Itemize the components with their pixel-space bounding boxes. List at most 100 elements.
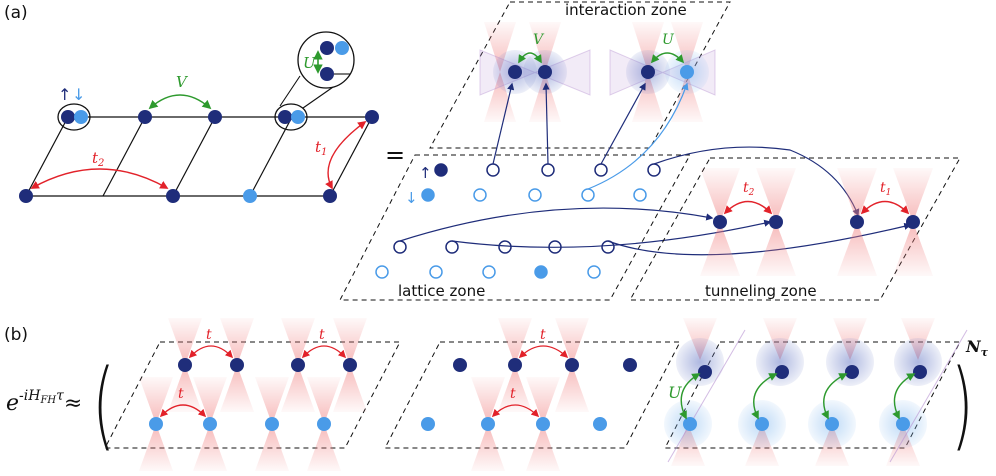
equals-sign: =	[385, 141, 405, 169]
lattice-atom-empty	[633, 188, 647, 202]
lattice-atom-empty	[375, 265, 389, 279]
atom-dark	[698, 365, 712, 379]
block3-interactions	[679, 373, 916, 420]
t2-arrow	[30, 168, 169, 189]
panel-b-label: (b)	[4, 325, 28, 345]
atom-light	[536, 417, 550, 431]
atom-light	[421, 417, 435, 431]
t2-arrow-tunnel	[723, 200, 773, 215]
t-label: t	[319, 327, 325, 343]
site-dark	[320, 41, 334, 55]
t-label: t	[540, 327, 546, 343]
t1-arrow-tunnel	[860, 200, 910, 215]
atom-dark	[508, 358, 522, 372]
paren-right: )	[951, 349, 973, 461]
V-arrow	[148, 94, 212, 110]
atom-dark	[845, 365, 859, 379]
U-label-interaction: U	[662, 32, 675, 48]
site-light	[291, 110, 305, 124]
lattice-atom-empty	[587, 265, 601, 279]
U-label-inset: U	[303, 54, 317, 72]
tunneling-zone-frame	[629, 157, 961, 301]
zoom-inset: U	[279, 31, 355, 109]
atom-light	[481, 417, 495, 431]
site-dark	[323, 189, 337, 203]
lattice-atom-empty	[498, 240, 512, 254]
block3-beams	[664, 318, 968, 466]
lattice-atom-empty	[429, 265, 443, 279]
atom-light	[680, 65, 694, 79]
site-light	[335, 41, 349, 55]
t-label: t	[510, 386, 516, 402]
lattice-atom-empty	[647, 163, 661, 177]
atom-dark	[343, 358, 357, 372]
atom-dark	[775, 365, 789, 379]
site-light	[74, 110, 88, 124]
atom-dark	[769, 215, 783, 229]
atom-light	[317, 417, 331, 431]
paren-left: (	[92, 349, 114, 461]
spin-down-label: ↓	[72, 85, 85, 104]
interaction-zone-frame	[429, 1, 731, 149]
double-occupancy-rings	[57, 103, 308, 131]
tunneling-zone-label: tunneling zone	[705, 282, 817, 300]
site-dark	[138, 110, 152, 124]
block2-hops	[491, 345, 569, 418]
interaction-zone-label: interaction zone	[565, 1, 687, 19]
lattice-atom-empty	[482, 265, 496, 279]
atom-light	[593, 417, 607, 431]
lattice-atom-empty	[473, 188, 487, 202]
t1-label-tunnel: t1	[880, 180, 891, 198]
atom-dark	[508, 65, 522, 79]
formula: e-iHFHτ≈	[6, 388, 82, 416]
spin-up-label: ↑	[58, 85, 71, 104]
atom-dark	[850, 215, 864, 229]
tunneling-beams	[700, 168, 933, 276]
lattice-spin-up: ↑	[419, 164, 432, 182]
t1-label: t1	[315, 138, 327, 158]
lattice-spin-down: ↓	[405, 189, 418, 207]
power-N: Nτ	[965, 337, 989, 359]
lattice-atom-filled	[434, 163, 448, 177]
block2-frame	[384, 341, 681, 449]
t-label: t	[178, 386, 184, 402]
V-arrow-interaction	[518, 52, 542, 64]
site-dark	[278, 110, 292, 124]
atom-dark	[641, 65, 655, 79]
block2-beams	[471, 318, 589, 471]
lattice-zone-label: lattice zone	[398, 282, 485, 300]
atom-light	[755, 417, 769, 431]
block1-hops	[159, 345, 347, 418]
atom-dark	[713, 215, 727, 229]
site-dark	[208, 110, 222, 124]
atom-dark	[565, 358, 579, 372]
atom-light	[683, 417, 697, 431]
atom-dark	[291, 358, 305, 372]
lattice-zone-frame	[339, 154, 691, 301]
atom-dark	[913, 365, 927, 379]
block1-frame	[104, 341, 401, 449]
V-label-interaction: V	[533, 32, 545, 48]
block1-beams	[139, 318, 367, 471]
U-arrow-interaction	[650, 52, 685, 64]
site-light	[243, 189, 257, 203]
V-label: V	[176, 73, 189, 91]
lattice-atom-empty	[486, 163, 500, 177]
panel-a-label: (a)	[4, 3, 28, 23]
t-label: t	[206, 327, 212, 343]
site-dark	[61, 110, 75, 124]
atom-light	[203, 417, 217, 431]
lattice-sites	[19, 110, 379, 203]
t2-label-tunnel: t2	[743, 180, 755, 198]
U-label-b: U	[668, 383, 682, 402]
atom-light	[149, 417, 163, 431]
site-dark	[320, 67, 334, 81]
lattice-atom-empty	[528, 188, 542, 202]
lattice-atoms	[375, 163, 661, 279]
atom-light	[896, 417, 910, 431]
pair-ring	[57, 103, 91, 131]
lattice-atom-filled	[534, 265, 548, 279]
t1-arrow	[325, 121, 367, 190]
atom-dark	[906, 215, 920, 229]
